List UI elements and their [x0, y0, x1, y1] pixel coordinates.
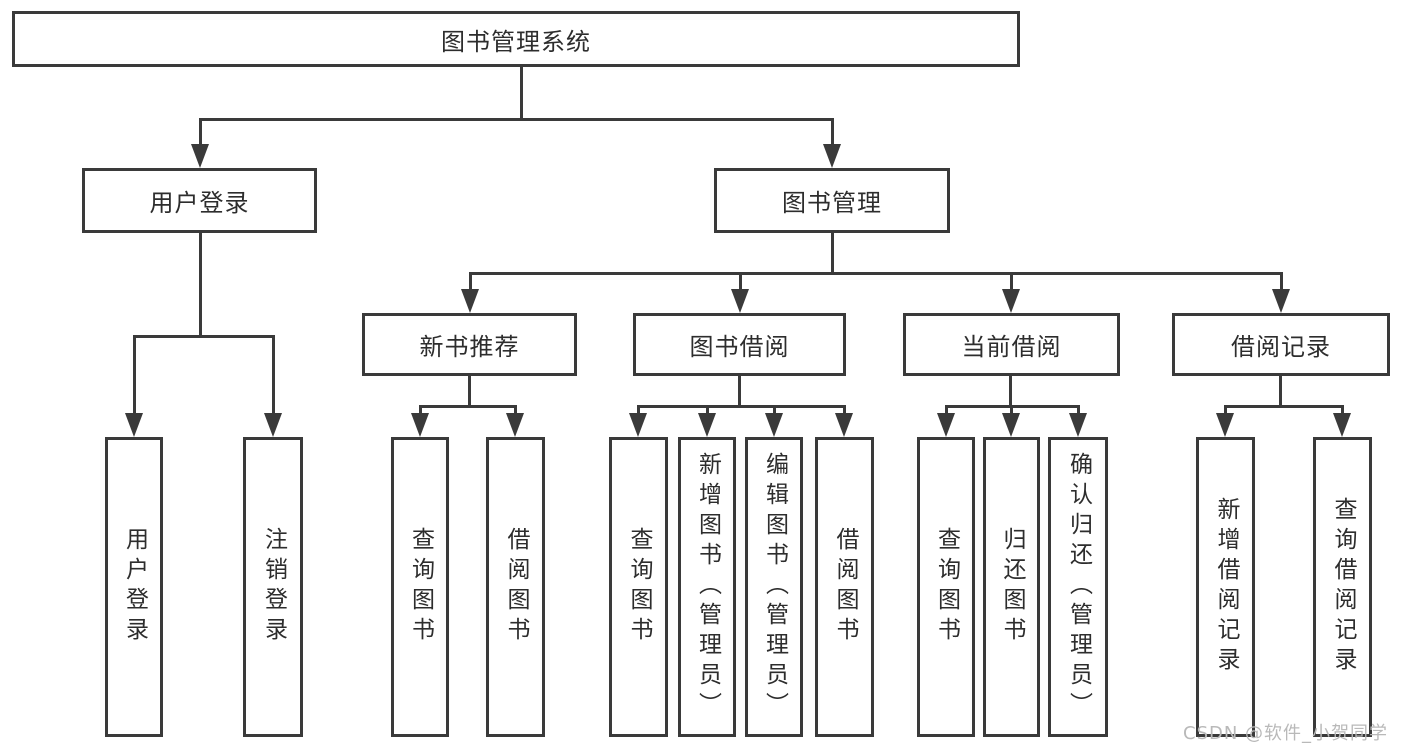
arrowhead-down	[1069, 413, 1087, 437]
arrowhead-down	[506, 413, 524, 437]
arrowhead-down	[1272, 289, 1290, 313]
leaf-borrow-book-label: 借阅图书	[832, 527, 858, 647]
node-user-login: 用户登录	[82, 168, 317, 233]
leaf-borrow-query: 查询图书	[609, 437, 668, 737]
connector	[637, 405, 846, 408]
node-book-borrowing-label: 图书借阅	[689, 333, 790, 361]
node-system: 图书管理系统	[12, 11, 1020, 67]
connector	[514, 405, 517, 417]
connector	[739, 272, 742, 291]
leaf-user-login: 用户登录	[105, 437, 163, 737]
leaf-logout: 注销登录	[243, 437, 303, 737]
arrowhead-down	[411, 413, 429, 437]
connector	[831, 118, 834, 146]
node-current-borrowing: 当前借阅	[903, 313, 1120, 376]
leaf-borrow-edit-admin-label: 编辑图书（管理员）	[761, 452, 788, 722]
connector	[199, 118, 834, 121]
arrowhead-down	[1333, 413, 1351, 437]
connector	[1010, 405, 1013, 417]
connector	[272, 335, 275, 415]
connector	[1280, 272, 1283, 291]
connector	[1224, 405, 1344, 408]
leaf-newbook-borrow-label: 借阅图书	[503, 527, 529, 647]
arrowhead-down	[823, 144, 841, 168]
connector	[1077, 405, 1080, 417]
connector	[419, 405, 422, 417]
connector	[468, 376, 471, 405]
arrowhead-down	[698, 413, 716, 437]
leaf-newbook-query-label: 查询图书	[407, 527, 434, 647]
leaf-logout-label: 注销登录	[260, 527, 287, 647]
leaf-newbook-borrow: 借阅图书	[486, 437, 545, 737]
connector	[199, 233, 202, 335]
node-current-borrowing-label: 当前借阅	[961, 333, 1062, 361]
leaf-newbook-query: 查询图书	[391, 437, 449, 737]
arrowhead-down	[731, 289, 749, 313]
leaf-records-query-label: 查询借阅记录	[1330, 497, 1356, 677]
node-new-book-recommend: 新书推荐	[362, 313, 577, 376]
node-borrow-records-label: 借阅记录	[1231, 333, 1331, 361]
connector	[133, 335, 136, 415]
node-book-management-label: 图书管理	[782, 189, 882, 217]
node-system-label: 图书管理系统	[441, 27, 591, 56]
leaf-current-return: 归还图书	[983, 437, 1040, 737]
node-borrow-records: 借阅记录	[1172, 313, 1390, 376]
connector	[738, 376, 741, 405]
connector	[1010, 272, 1013, 291]
leaf-current-confirm-admin: 确认归还（管理员）	[1048, 437, 1108, 737]
connector	[706, 405, 709, 417]
leaf-borrow-book: 借阅图书	[815, 437, 874, 737]
connector	[1224, 405, 1227, 417]
connector	[831, 233, 834, 272]
connector	[133, 335, 275, 338]
node-new-book-recommend-label: 新书推荐	[419, 333, 520, 361]
connector	[843, 405, 846, 417]
connector	[199, 118, 202, 146]
arrowhead-down	[765, 413, 783, 437]
leaf-records-query: 查询借阅记录	[1313, 437, 1372, 737]
arrowhead-down	[264, 413, 282, 437]
connector	[1341, 405, 1344, 417]
leaf-current-query-label: 查询图书	[933, 527, 960, 647]
arrowhead-down	[835, 413, 853, 437]
leaf-borrow-add-admin: 新增图书（管理员）	[678, 437, 736, 737]
leaf-current-confirm-admin-label: 确认归还（管理员）	[1065, 452, 1092, 722]
connector	[1009, 376, 1012, 405]
leaf-records-add: 新增借阅记录	[1196, 437, 1255, 737]
arrowhead-down	[1002, 289, 1020, 313]
arrowhead-down	[191, 144, 209, 168]
connector	[520, 67, 523, 120]
node-book-management: 图书管理	[714, 168, 950, 233]
connector	[469, 272, 1283, 275]
connector	[1279, 376, 1282, 405]
leaf-borrow-query-label: 查询图书	[626, 527, 652, 647]
node-book-borrowing: 图书借阅	[633, 313, 846, 376]
arrowhead-down	[125, 413, 143, 437]
leaf-borrow-add-admin-label: 新增图书（管理员）	[694, 452, 721, 722]
leaf-current-return-label: 归还图书	[999, 527, 1025, 647]
leaf-user-login-label: 用户登录	[121, 527, 148, 647]
connector	[773, 405, 776, 417]
csdn-watermark: CSDN @软件_小贺同学	[1183, 723, 1389, 744]
connector	[945, 405, 948, 417]
connector	[637, 405, 640, 417]
arrowhead-down	[629, 413, 647, 437]
arrowhead-down	[461, 289, 479, 313]
node-user-login-label: 用户登录	[149, 189, 250, 217]
arrowhead-down	[1002, 413, 1020, 437]
leaf-borrow-edit-admin: 编辑图书（管理员）	[745, 437, 803, 737]
arrowhead-down	[937, 413, 955, 437]
arrowhead-down	[1216, 413, 1234, 437]
connector	[469, 272, 472, 291]
leaf-records-add-label: 新增借阅记录	[1213, 497, 1239, 677]
leaf-current-query: 查询图书	[917, 437, 975, 737]
connector	[419, 405, 517, 408]
